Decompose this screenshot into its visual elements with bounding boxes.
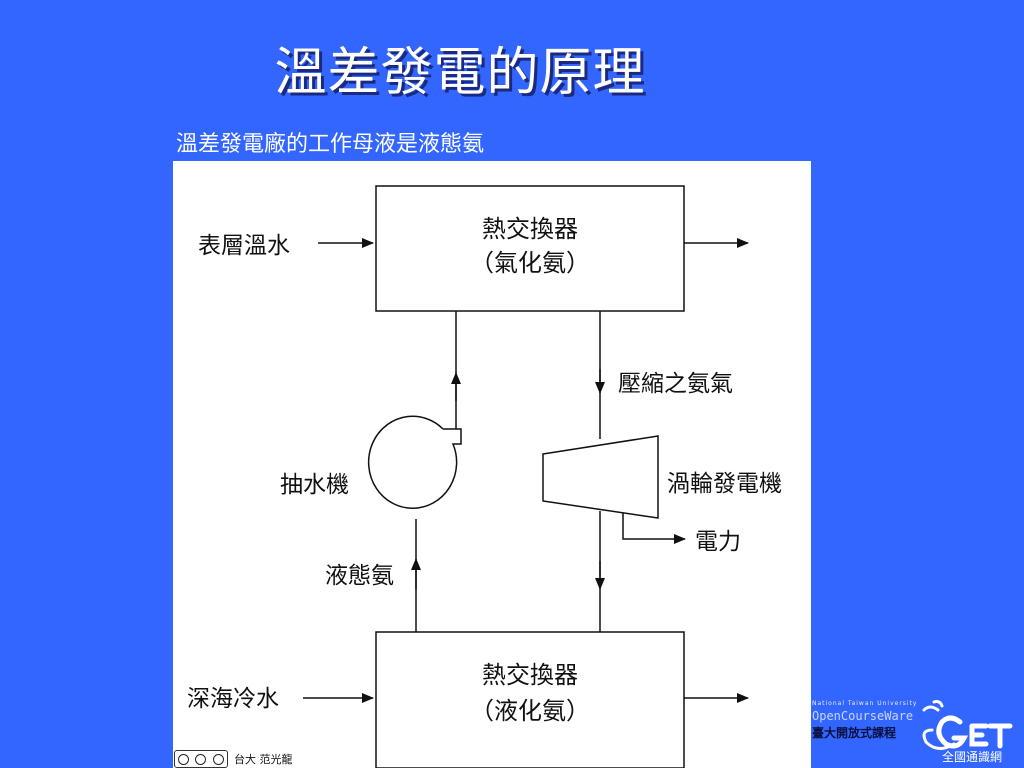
get-network-label: 全國通識網	[942, 750, 1003, 764]
compressed-gas-label: 壓縮之氨氣	[618, 371, 733, 397]
license-footer: 台大 范光龍	[174, 750, 295, 768]
diagram-canvas: 熱交換器 （氣化氨） 熱交換器 （液化氨） 表層溫水 深海冷水 壓縮之氨氣 渦輪…	[187, 185, 782, 768]
pump-shape	[367, 415, 462, 510]
deep-water-label: 深海冷水	[187, 686, 279, 712]
ocw-wordmark: OpenCourseWare	[812, 709, 914, 723]
power-output-line	[622, 513, 686, 544]
pump-label: 抽水機	[280, 472, 349, 498]
power-label: 電力	[695, 529, 741, 555]
turbine-shape	[542, 435, 659, 519]
slide-title: 溫差發電的原理	[274, 43, 646, 103]
top-box-label-2: （氣化氨）	[470, 249, 590, 277]
turbine-label: 渦輪發電機	[667, 471, 782, 497]
bottom-box-label-1: 熱交換器	[482, 661, 578, 689]
creative-commons-icon	[174, 750, 228, 768]
bottom-heat-exchanger-box	[375, 631, 685, 768]
liquid-ammonia-label: 液態氨	[325, 563, 394, 589]
get-logo-icon	[922, 700, 1013, 750]
top-box-label-1: 熱交換器	[482, 215, 578, 243]
bottom-box-label-2: （液化氨）	[470, 697, 590, 725]
ocw-university-text: National Taiwan University	[812, 700, 918, 707]
slide-subtitle: 溫差發電廠的工作母液是液態氨	[176, 132, 485, 157]
ocw-chinese-text: 臺大開放式課程	[812, 726, 897, 740]
surface-water-label: 表層溫水	[198, 233, 290, 259]
top-heat-exchanger-box	[375, 185, 685, 312]
author-label: 台大 范光龍	[232, 751, 295, 767]
ammonia-cycle-diagram: 熱交換器 （氣化氨） 熱交換器 （液化氨） 表層溫水 深海冷水 壓縮之氨氣 渦輪…	[173, 161, 811, 768]
ntu-ocw-logo: National Taiwan University OpenCourseWar…	[812, 700, 918, 740]
